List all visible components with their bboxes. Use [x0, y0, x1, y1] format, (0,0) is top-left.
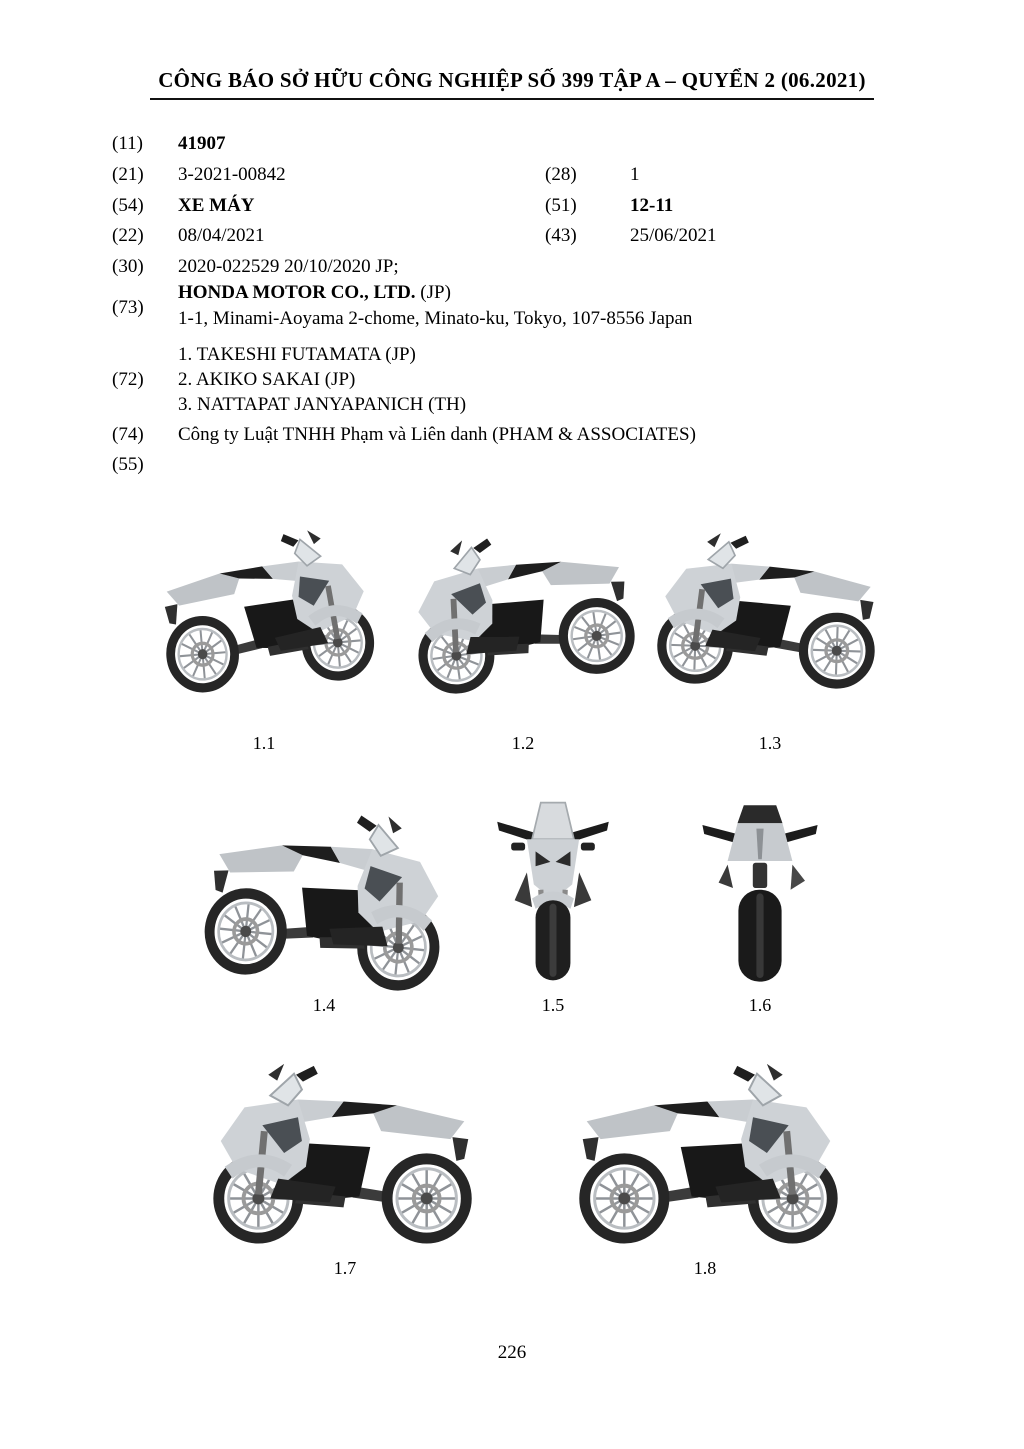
design-figure-1-6	[697, 782, 823, 994]
motorcycle-front-left-view-image	[385, 484, 661, 722]
field-value-11: 41907	[178, 133, 226, 154]
holder-country: (JP)	[415, 282, 451, 303]
page-number: 226	[497, 1342, 527, 1363]
author-2: 2. AKIKO SAKAI (JP)	[178, 369, 356, 390]
design-figure-1-7	[188, 1048, 503, 1246]
author-3: 3. NATTAPAT JANYAPANICH (TH)	[178, 394, 467, 415]
field-code-73: (73)	[112, 297, 144, 318]
field-value-73-holder: HONDA MOTOR CO., LTD. (JP)	[178, 281, 451, 305]
figure-label-1-6: 1.6	[748, 995, 772, 1015]
field-code-11: (11)	[112, 133, 143, 154]
design-figure-1-1	[138, 505, 390, 705]
author-1: 1. TAKESHI FUTAMATA (JP)	[178, 344, 416, 365]
field-code-28: (28)	[545, 164, 577, 185]
field-code-22: (22)	[112, 225, 144, 246]
design-figure-1-3	[645, 505, 895, 705]
design-figure-1-5	[492, 782, 614, 994]
field-code-30: (30)	[112, 256, 144, 277]
gazette-title: CÔNG BÁO SỞ HỮU CÔNG NGHIỆP SỐ 399 TẬP A…	[150, 68, 874, 100]
design-figure-1-4	[182, 785, 467, 995]
field-value-22: 08/04/2021	[178, 225, 265, 246]
motorcycle-front-right-view-image	[136, 495, 392, 715]
field-value-43: 25/06/2021	[630, 225, 717, 246]
figure-label-1-5: 1.5	[541, 995, 565, 1015]
field-value-54: XE MÁY	[178, 195, 255, 216]
figure-label-1-3: 1.3	[758, 733, 782, 753]
figure-label-1-2: 1.2	[511, 733, 535, 753]
field-code-21: (21)	[112, 164, 144, 185]
field-code-51: (51)	[545, 195, 577, 216]
motorcycle-left-side-view-image	[188, 1048, 503, 1246]
field-code-55: (55)	[112, 454, 144, 475]
motorcycle-right-side-view-image	[548, 1048, 863, 1246]
field-value-74: Công ty Luật TNHH Phạm và Liên danh (PHA…	[178, 424, 696, 445]
field-value-21: 3-2021-00842	[178, 164, 286, 185]
field-value-28: 1	[630, 164, 640, 185]
motorcycle-rear-view-image	[697, 782, 823, 994]
motorcycle-front-left-view-image	[642, 501, 899, 710]
field-value-51: 12-11	[630, 195, 674, 216]
motorcycle-front-view-image	[492, 782, 614, 994]
gazette-header: CÔNG BÁO SỞ HỮU CÔNG NGHIỆP SỐ 399 TẬP A…	[0, 68, 1024, 100]
field-value-30: 2020-022529 20/10/2020 JP;	[178, 256, 399, 277]
figure-label-1-1: 1.1	[252, 733, 276, 753]
design-figure-1-2	[398, 500, 648, 705]
figure-label-1-7: 1.7	[333, 1258, 357, 1278]
motorcycle-rear-left-view-image	[179, 771, 470, 1008]
field-code-54: (54)	[112, 195, 144, 216]
holder-name: HONDA MOTOR CO., LTD.	[178, 282, 416, 303]
design-figure-1-8	[548, 1048, 863, 1246]
field-code-43: (43)	[545, 225, 577, 246]
field-code-72: (72)	[112, 369, 144, 390]
figure-label-1-4: 1.4	[312, 995, 336, 1015]
figure-label-1-8: 1.8	[693, 1258, 717, 1278]
field-code-74: (74)	[112, 424, 144, 445]
field-value-73-address: 1-1, Minami-Aoyama 2-chome, Minato-ku, T…	[178, 308, 693, 329]
